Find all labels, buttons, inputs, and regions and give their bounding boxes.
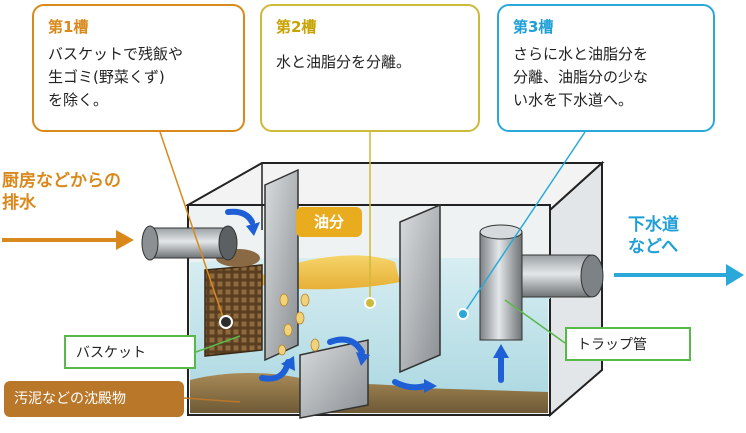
inflow-label: 厨房などからの 排水 <box>2 171 121 213</box>
inflow-arrow <box>2 230 134 250</box>
oil-label: 油分 <box>296 207 362 237</box>
flow-arrowheads <box>246 222 509 393</box>
baffle-plate-3 <box>399 203 441 374</box>
tank3-callout: 第3槽 さらに水と油脂分を 分離、油脂分の少な い水を下水道へ。 <box>497 4 715 132</box>
sludge-label: 汚泥などの沈殿物 <box>4 381 184 417</box>
callout-lines <box>159 131 586 403</box>
tank1-title: 第1槽 <box>48 18 89 36</box>
baffle-plate-2 <box>299 339 369 419</box>
callout-dots <box>219 297 469 329</box>
outflow-arrow <box>614 264 744 286</box>
tank2-title: 第2槽 <box>276 18 317 36</box>
baffle-plate-1 <box>264 168 299 362</box>
outflow-label: 下水道 などへ <box>628 215 679 257</box>
tank3-text: さらに水と油脂分を 分離、油脂分の少な い水を下水道へ。 <box>513 45 649 109</box>
trap-pipe-label: トラップ管 <box>565 327 691 361</box>
tank1-callout: 第1槽 バスケットで残飯や 生ゴミ(野菜くず) を除く。 <box>32 4 245 132</box>
tank1-text: バスケットで残飯や 生ゴミ(野菜くず) を除く。 <box>48 45 184 109</box>
basket-label: バスケット <box>64 335 196 369</box>
oil-droplets <box>278 293 320 356</box>
tank2-text: 水と油脂分を分離。 <box>276 53 412 71</box>
trap-pipe <box>479 224 604 341</box>
tank3-title: 第3槽 <box>513 18 554 36</box>
inlet-pipe <box>141 225 238 261</box>
tank2-callout: 第2槽 水と油脂分を分離。 <box>260 4 480 132</box>
